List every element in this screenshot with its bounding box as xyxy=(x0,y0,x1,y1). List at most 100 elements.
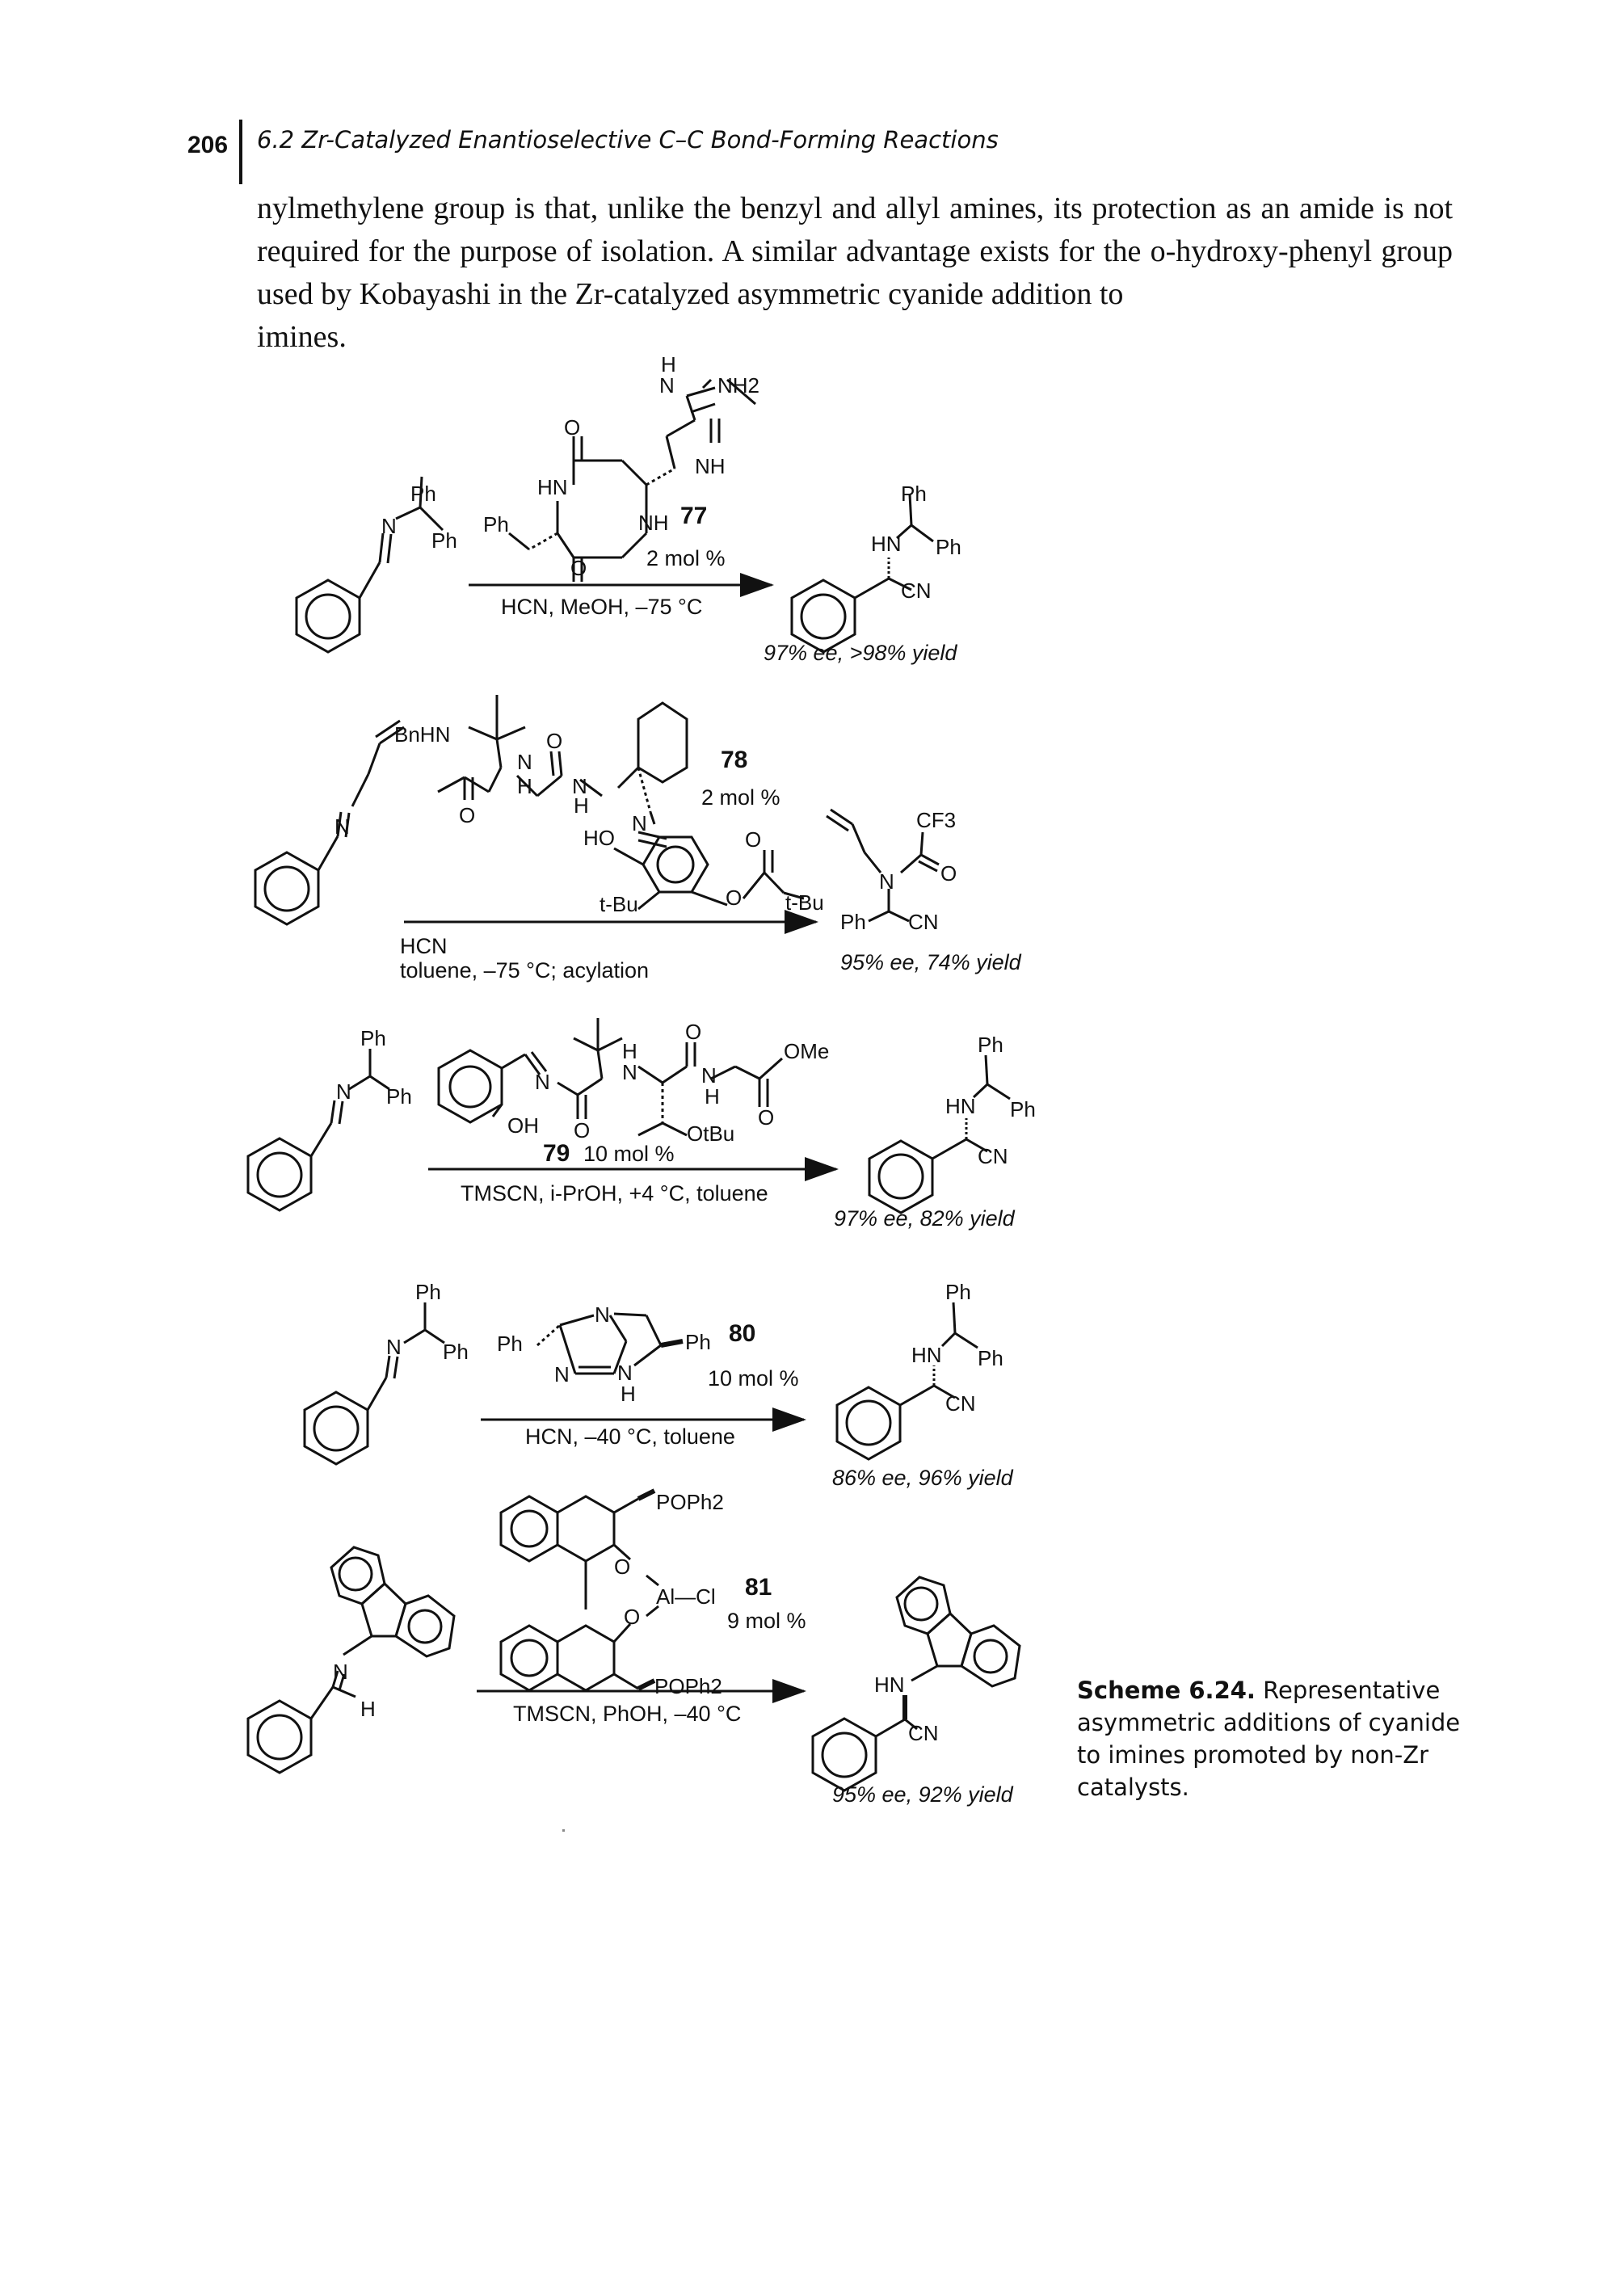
caption-label: Scheme 6.24. xyxy=(1077,1677,1256,1704)
r2-loading: 2 mol % xyxy=(701,785,780,810)
svg-text:CN: CN xyxy=(978,1144,1008,1168)
svg-text:CN: CN xyxy=(901,579,932,603)
r4-conditions: HCN, –40 °C, toluene xyxy=(525,1424,735,1449)
svg-text:N: N xyxy=(879,869,894,894)
svg-text:HO: HO xyxy=(583,826,615,850)
svg-text:O: O xyxy=(745,827,761,852)
svg-text:N: N xyxy=(595,1302,610,1327)
body-paragraph: nylmethylene group is that, unlike the b… xyxy=(257,187,1453,359)
svg-text:N: N xyxy=(701,1063,717,1088)
svg-text:N: N xyxy=(334,814,350,839)
svg-text:Ph: Ph xyxy=(978,1346,1003,1370)
r3-catalyst-number: 79 xyxy=(543,1140,570,1167)
r1-product xyxy=(790,494,934,654)
svg-text:Ph: Ph xyxy=(410,482,436,506)
r3-atom-labels: Ph Ph N N OH O H N OtBu O N H O OMe Ph P… xyxy=(336,1020,1036,1168)
svg-text:H: H xyxy=(622,1039,637,1063)
svg-text:OH: OH xyxy=(507,1113,539,1138)
svg-text:Ph: Ph xyxy=(360,1026,386,1050)
r2-catalyst-number: 78 xyxy=(721,747,747,773)
svg-text:Ph: Ph xyxy=(483,512,509,536)
header-rule xyxy=(239,120,242,184)
svg-text:HN: HN xyxy=(871,532,902,556)
r3-catalyst-79 xyxy=(437,1018,783,1137)
svg-text:Ph: Ph xyxy=(497,1332,523,1356)
r5-loading: 9 mol % xyxy=(727,1609,806,1633)
svg-text:N: N xyxy=(659,373,675,398)
scheme-caption: Scheme 6.24. Representative asymmetric a… xyxy=(1077,1674,1465,1803)
svg-text:OMe: OMe xyxy=(784,1039,829,1063)
r1-catalyst-number: 77 xyxy=(680,503,707,529)
svg-text:Ph: Ph xyxy=(901,482,927,506)
svg-text:HN: HN xyxy=(945,1094,976,1118)
svg-text:OtBu: OtBu xyxy=(687,1121,734,1146)
svg-text:Ph: Ph xyxy=(840,910,866,934)
svg-text:HN: HN xyxy=(874,1673,905,1697)
running-header: 206 xyxy=(187,121,246,170)
r2-conditions-line2: toluene, –75 °C; acylation xyxy=(400,958,649,983)
svg-text:N: N xyxy=(386,1335,402,1359)
r5-atom-labels: N H POPh2 O Al—Cl O POPh2 HN CN xyxy=(333,1490,939,1745)
r4-catalyst-80 xyxy=(536,1312,684,1375)
svg-text:O: O xyxy=(624,1605,640,1629)
svg-text:N: N xyxy=(554,1362,570,1386)
svg-text:O: O xyxy=(685,1020,701,1044)
svg-text:N: N xyxy=(381,514,397,538)
caption-text: Representative asymmetric additions of c… xyxy=(1077,1677,1461,1801)
svg-text:H: H xyxy=(574,793,589,818)
svg-text:H: H xyxy=(705,1084,720,1109)
svg-text:Ph: Ph xyxy=(431,528,457,553)
svg-text:N: N xyxy=(622,1060,637,1084)
stray-dot xyxy=(562,1829,565,1832)
r4-loading: 10 mol % xyxy=(708,1366,799,1391)
svg-text:Ph: Ph xyxy=(415,1280,441,1304)
svg-text:HN: HN xyxy=(537,475,568,499)
r1-result: 97% ee, >98% yield xyxy=(764,641,957,665)
r5-catalyst-number: 81 xyxy=(745,1574,772,1601)
svg-text:N: N xyxy=(517,750,532,774)
r2-product xyxy=(826,808,940,923)
svg-text:N: N xyxy=(617,1361,633,1385)
r1-loading: 2 mol % xyxy=(646,546,726,570)
r5-conditions: TMSCN, PhOH, –40 °C xyxy=(513,1702,741,1726)
svg-text:CN: CN xyxy=(945,1391,976,1416)
r2-result: 95% ee, 74% yield xyxy=(840,950,1022,974)
r4-substrate xyxy=(303,1302,445,1466)
r3-substrate xyxy=(246,1049,390,1212)
svg-text:O: O xyxy=(758,1105,774,1130)
svg-text:O: O xyxy=(726,886,742,910)
svg-text:POPh2: POPh2 xyxy=(654,1674,722,1698)
svg-text:O: O xyxy=(574,1118,590,1142)
r3-product xyxy=(868,1054,1011,1214)
svg-text:HN: HN xyxy=(911,1343,942,1367)
svg-text:N: N xyxy=(336,1079,351,1104)
svg-text:Al—Cl: Al—Cl xyxy=(656,1584,716,1609)
r4-atom-labels: Ph Ph N Ph N N N H Ph Ph Ph HN CN xyxy=(386,1280,1003,1416)
svg-text:Ph: Ph xyxy=(945,1280,971,1304)
svg-text:O: O xyxy=(564,415,580,440)
svg-text:O: O xyxy=(614,1555,630,1579)
svg-text:t-Bu: t-Bu xyxy=(600,892,638,916)
svg-text:O: O xyxy=(546,729,562,753)
svg-text:N: N xyxy=(572,774,587,798)
r5-result: 95% ee, 92% yield xyxy=(832,1782,1014,1807)
r3-loading: 10 mol % xyxy=(583,1142,675,1166)
svg-text:N: N xyxy=(333,1660,348,1684)
svg-text:Ph: Ph xyxy=(685,1330,711,1354)
running-title: 6.2 Zr-Catalyzed Enantioselective C–C Bo… xyxy=(257,126,999,154)
r2-conditions-line1: HCN xyxy=(400,934,448,958)
r5-product xyxy=(811,1576,1021,1792)
r5-substrate xyxy=(246,1546,456,1774)
body-paragraph-end: imines. xyxy=(257,320,347,354)
r5-catalyst-81 xyxy=(499,1488,659,1692)
r2-catalyst-78 xyxy=(437,695,805,911)
svg-text:Ph: Ph xyxy=(386,1084,412,1109)
svg-text:H: H xyxy=(517,774,532,798)
svg-text:CN: CN xyxy=(908,910,939,934)
svg-text:O: O xyxy=(940,861,957,886)
r4-catalyst-number: 80 xyxy=(729,1320,755,1347)
svg-text:Ph: Ph xyxy=(936,535,961,559)
svg-text:Ph: Ph xyxy=(978,1033,1003,1057)
svg-text:NH: NH xyxy=(695,454,726,478)
